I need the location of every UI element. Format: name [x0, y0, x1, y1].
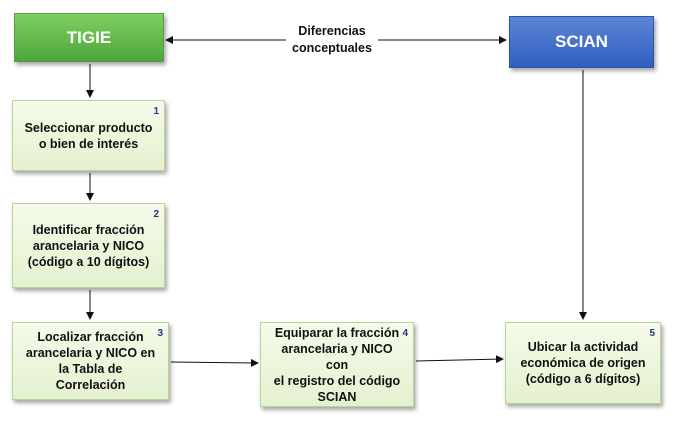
- step-3-line: la Tabla de Correlación: [55, 362, 126, 392]
- scian-header: SCIAN: [509, 16, 654, 68]
- step-4-line: el registro del código: [273, 373, 401, 388]
- step-2-line: (código a 10 dígitos): [27, 254, 150, 269]
- step-1: 1 Seleccionar producto o bien de interés: [12, 100, 165, 171]
- arrow-step3-step4: [170, 358, 259, 367]
- scian-header-label: SCIAN: [555, 32, 608, 51]
- step-5-line: (código a 6 dígitos): [525, 372, 641, 386]
- step-1-line: o bien de interés: [38, 136, 139, 151]
- step-3-number: 3: [157, 328, 163, 339]
- step-4-number: 4: [402, 328, 408, 339]
- step-3-line: Localizar fracción: [37, 330, 144, 344]
- step-2-number: 2: [153, 209, 159, 220]
- step-4-line: Equiparar la fracción: [274, 325, 400, 340]
- step-3-line: arancelaria y NICO en: [25, 346, 156, 360]
- tigie-header: TIGIE: [14, 13, 164, 62]
- step-2-line: arancelaria y NICO: [32, 238, 145, 253]
- step-4-line: arancelaria y NICO con: [281, 341, 393, 372]
- relation-label-line1: Diferencias: [298, 24, 366, 38]
- step-1-line: Seleccionar producto: [24, 120, 153, 135]
- tigie-header-label: TIGIE: [66, 27, 112, 47]
- step-5-number: 5: [649, 328, 655, 339]
- step-3: 3 Localizar fracción arancelaria y NICO …: [12, 322, 169, 400]
- step-4-line: SCIAN: [317, 389, 357, 404]
- step-2-line: Identificar fracción: [32, 222, 145, 237]
- relation-label-line2: conceptuales: [292, 41, 372, 55]
- step-2: 2 Identificar fracción arancelaria y NIC…: [12, 203, 165, 288]
- step-4: 4 Equiparar la fracción arancelaria y NI…: [260, 322, 414, 407]
- step-5-line: Ubicar la actividad: [527, 340, 639, 354]
- step-5: 5 Ubicar la actividad económica de orige…: [505, 322, 661, 404]
- step-1-number: 1: [153, 106, 159, 117]
- relation-label: Diferencias conceptuales: [286, 23, 378, 57]
- step-5-line: económica de origen: [520, 356, 646, 370]
- arrow-step4-step5: [415, 355, 504, 364]
